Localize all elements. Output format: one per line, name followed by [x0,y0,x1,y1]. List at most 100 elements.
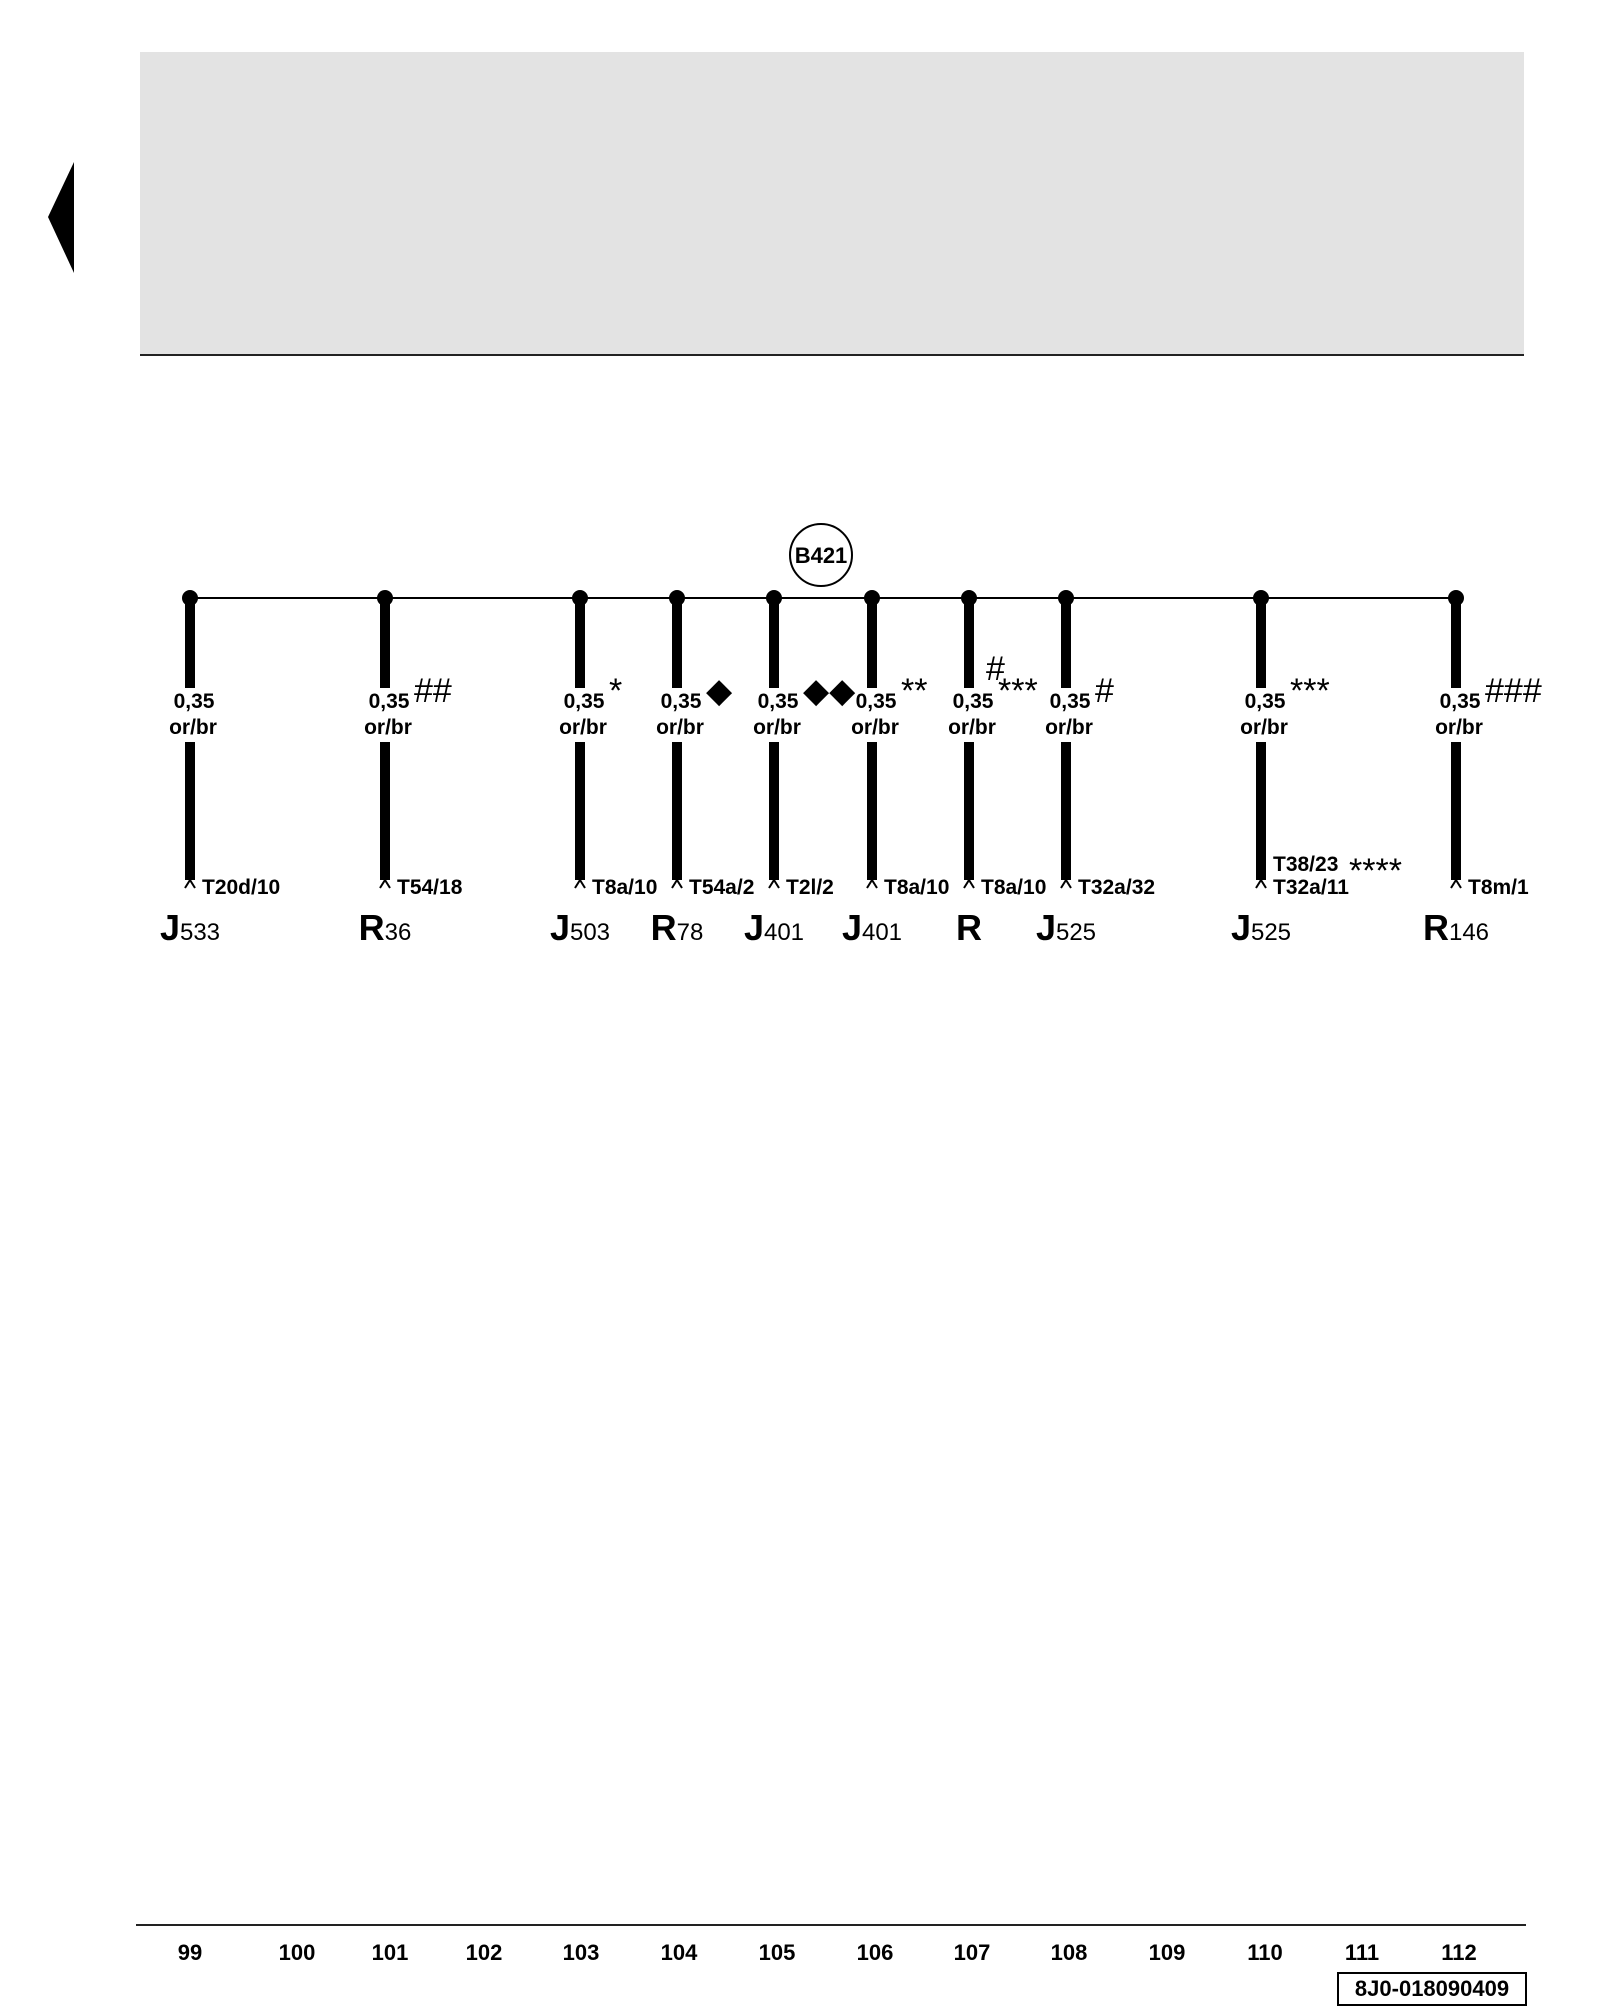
column-number: 104 [660,1940,698,1965]
wire-size: 0,35 [758,690,799,713]
wire-color: or/br [559,716,607,739]
wire-size: 0,35 [953,690,994,713]
component-label: R146 [1423,907,1489,948]
component-number: 525 [1056,919,1096,946]
column-number: 101 [371,1940,409,1965]
wire-size: 0,35 [661,690,702,713]
component-letter: J [550,907,570,948]
wire-size: 0,35 [369,690,410,713]
wire-size: 0,35 [1440,690,1481,713]
footnote-marker: ◆◆ [803,672,856,710]
column-number: 102 [465,1940,503,1965]
connector-hook [1450,878,1462,889]
wire-color: or/br [1045,716,1093,739]
footnote-marker: * [609,672,622,710]
component-label: R36 [359,907,412,948]
footnote-marker: ## [414,672,452,710]
wire-size: 0,35 [1245,690,1286,713]
bus-label: B421 [795,543,848,568]
column-number: 108 [1050,1940,1088,1965]
connector-label-upper: T38/23 [1273,853,1338,876]
component-letter: R [359,907,385,948]
column-number: 112 [1441,1940,1477,1965]
connector-hook [671,878,683,889]
junction-dot [1448,590,1464,606]
connector-label: T8a/10 [981,876,1046,899]
connector-hook [963,878,975,889]
connector-label: T32a/32 [1078,876,1155,899]
wire-color: or/br [364,716,412,739]
component-letter: R [1423,907,1449,948]
footnote-marker: ** [901,672,927,710]
column-number: 110 [1247,1940,1283,1965]
component-letter: R [956,907,982,948]
component-letter: J [744,907,764,948]
component-label: J503 [550,907,610,948]
column-number: 107 [953,1940,991,1965]
footnote-marker: *** [998,672,1038,710]
junction-dot [766,590,782,606]
component-number: 78 [677,919,704,946]
column-number: 100 [278,1940,316,1965]
component-label: J401 [842,907,902,948]
junction-dot [182,590,198,606]
component-letter: J [842,907,862,948]
wire-color: or/br [1435,716,1483,739]
component-number: 146 [1449,919,1489,946]
back-arrow-icon[interactable] [46,160,76,275]
junction-dot [572,590,588,606]
bus-label-circle [789,523,853,587]
component-label: R78 [651,907,704,948]
column-number: 111 [1344,1940,1380,1965]
junction-dot [961,590,977,606]
connector-label: T8a/10 [592,876,657,899]
column-number: 99 [177,1940,203,1965]
connector-label: T8a/10 [884,876,949,899]
connector-footnote-marker: **** [1349,852,1402,890]
footer-divider [136,1924,1526,1926]
connector-hook [1060,878,1072,889]
wire-color: or/br [948,716,996,739]
junction-dot [864,590,880,606]
component-number: 503 [570,919,610,946]
footnote-marker: # [1095,672,1114,710]
component-number: 533 [180,919,220,946]
component-number: 525 [1251,919,1291,946]
connector-label: T54a/2 [689,876,754,899]
connector-label: T8m/1 [1468,876,1529,899]
footnote-marker: *** [1290,672,1330,710]
column-number: 103 [562,1940,600,1965]
component-number: 401 [862,919,902,946]
wire-color: or/br [851,716,899,739]
branch-group: 0,35or/brT20d/10J5330,35or/br##T54/18R36… [160,590,1542,948]
wire-size: 0,35 [174,690,215,713]
connector-label: T54/18 [397,876,463,899]
component-letter: J [1036,907,1056,948]
component-number: 401 [764,919,804,946]
footnote-marker: ◆ [706,672,733,710]
connector-label: T20d/10 [202,876,280,899]
component-letter: R [651,907,677,948]
connector-hook [184,878,196,889]
footnote-marker-upper: # [986,650,1005,688]
component-label: J401 [744,907,804,948]
connector-hook [574,878,586,889]
connector-hook [768,878,780,889]
junction-dot [1058,590,1074,606]
component-label: J525 [1036,907,1096,948]
component-number: 36 [385,919,412,946]
component-label: R [956,907,982,948]
wire-size: 0,35 [1050,690,1091,713]
wire-size: 0,35 [564,690,605,713]
component-letter: J [160,907,180,948]
junction-dot [1253,590,1269,606]
wiring-diagram: B421 0,35or/brT20d/10J5330,35or/br##T54/… [160,523,1542,948]
connector-label: T2l/2 [786,876,834,899]
